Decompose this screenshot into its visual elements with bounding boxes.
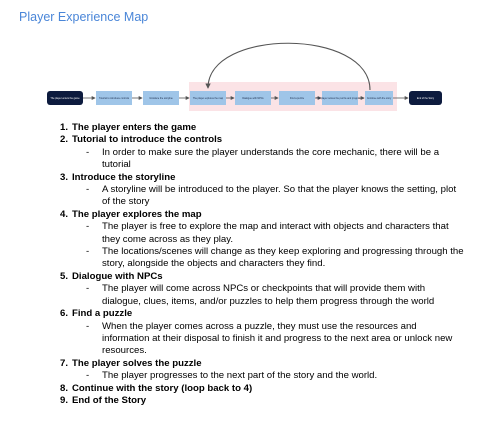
step-detail-text: The player progresses to the next part o… [102, 370, 378, 382]
step-item: 9. End of the Story [50, 395, 470, 407]
flow-node: Dialogue with NPCs [235, 91, 271, 105]
flow-node: Find a puzzle [279, 91, 315, 105]
step-item: 2. Tutorial to introduce the controls-In … [50, 134, 470, 171]
step-item: 4.The player explores the map-The player… [50, 209, 470, 271]
step-number: 7. [59, 357, 68, 369]
step-detail-text: A storyline will be introduced to the pl… [102, 184, 457, 208]
step-item: 8. Continue with the story (loop back to … [50, 383, 470, 395]
flow-node-box [235, 91, 271, 105]
dash-bullet-icon: - [86, 370, 90, 382]
flow-node-label: Tutorial to introduce controls [99, 97, 130, 100]
step-title: Continue with the story (loop back to 4) [72, 382, 253, 394]
step-item: 5. Dialogue with NPCs-The player will com… [50, 271, 470, 308]
step-item: 3. Introduce the storyline-A storyline wi… [50, 172, 470, 209]
step-detail: -When the player comes across a puzzle, … [72, 321, 470, 358]
flow-node-box [96, 91, 132, 105]
flow-diagram: The player enters the game Tutorial to in… [47, 42, 442, 111]
flow-node-label: Find a puzzle [290, 97, 305, 100]
flow-node-box [143, 91, 179, 105]
step-number: 1. [59, 122, 68, 133]
step-title: End of the Story [72, 394, 147, 406]
step-detail: -The locations/scenes will change as the… [72, 246, 470, 271]
step-number: 8. [59, 382, 68, 394]
step-details: -When the player comes across a puzzle, … [72, 321, 470, 358]
flow-node-label: Introduce the storyline [149, 97, 173, 100]
flow-node-label: Continue with the story [367, 97, 392, 100]
step-title: Dialogue with NPCs [72, 270, 163, 282]
step-detail-text: In order to make sure the player underst… [102, 146, 440, 171]
flow-node: Tutorial to introduce controls [96, 91, 132, 105]
step-number: 2. [59, 134, 68, 146]
dash-bullet-icon: - [86, 146, 90, 158]
flow-node-label: Dialogue with NPCs [242, 97, 264, 100]
step-title: Introduce the storyline [72, 171, 176, 183]
step-title: The player solves the puzzle [72, 357, 202, 369]
flow-node-label: The player explores the map [193, 97, 224, 100]
step-number: 9. [59, 394, 68, 406]
step-item: 1. The player enters the game [50, 122, 470, 134]
flow-node-box [365, 91, 393, 105]
step-title: The player explores the map [72, 208, 202, 220]
step-number: 4. [59, 208, 68, 220]
dash-bullet-icon: - [86, 283, 90, 295]
step-details: -In order to make sure the player unders… [72, 147, 470, 172]
flow-node: The player explores the map [190, 91, 226, 105]
page-title: Player Experience Map [19, 10, 149, 24]
flow-node: End of the Story [409, 91, 442, 105]
step-title: Find a puzzle [72, 308, 133, 320]
step-detail: -A storyline will be introduced to the p… [72, 184, 470, 209]
step-detail-text: When the player comes across a puzzle, t… [102, 320, 453, 357]
step-detail-text: The player is free to explore the map an… [102, 221, 449, 245]
dash-bullet-icon: - [86, 246, 90, 258]
step-detail-text: The player will come across NPCs or chec… [102, 283, 435, 307]
flow-node: Continue with the story [365, 91, 393, 105]
step-number: 5. [59, 270, 68, 282]
step-detail-text: The locations/scenes will change as they… [102, 246, 464, 270]
step-details: -A storyline will be introduced to the p… [72, 184, 470, 209]
flow-node-label: End of the Story [417, 97, 435, 100]
dash-bullet-icon: - [86, 320, 90, 332]
step-details: -The player progresses to the next part … [72, 370, 470, 382]
step-detail: -The player will come across NPCs or che… [72, 283, 470, 308]
flow-node-box [190, 91, 226, 105]
flow-node: The player enters the game [47, 91, 83, 105]
flow-node: The player solves the puzzle and progres… [316, 91, 365, 105]
flow-node-box [279, 91, 315, 105]
step-detail: -In order to make sure the player unders… [72, 147, 470, 172]
dash-bullet-icon: - [86, 221, 90, 233]
flow-node-label: The player solves the puzzle and progres… [316, 97, 364, 100]
step-number: 3. [59, 171, 68, 183]
flow-node-box [322, 91, 358, 105]
step-details: -The player will come across NPCs or che… [72, 283, 470, 308]
steps-list: 1. The player enters the game 2. Tutorial t… [50, 122, 470, 407]
step-item: 7. The player solves the puzzle-The playe… [50, 358, 470, 383]
step-details: -The player is free to explore the map a… [72, 221, 470, 271]
step-title: Tutorial to introduce the controls [72, 134, 223, 146]
step-detail: -The player is free to explore the map a… [72, 221, 470, 246]
dash-bullet-icon: - [86, 184, 90, 196]
flow-node-label: The player enters the game [50, 97, 80, 100]
flow-node: Introduce the storyline [143, 91, 179, 105]
step-item: 6. Find a puzzle-When the player comes ac… [50, 308, 470, 358]
loop-back-arrow [205, 42, 371, 91]
step-number: 6. [59, 308, 68, 320]
flow-node-box [409, 91, 442, 105]
step-detail: -The player progresses to the next part … [72, 370, 470, 382]
flow-node-box [47, 91, 83, 105]
step-title: The player enters the game [72, 122, 197, 133]
